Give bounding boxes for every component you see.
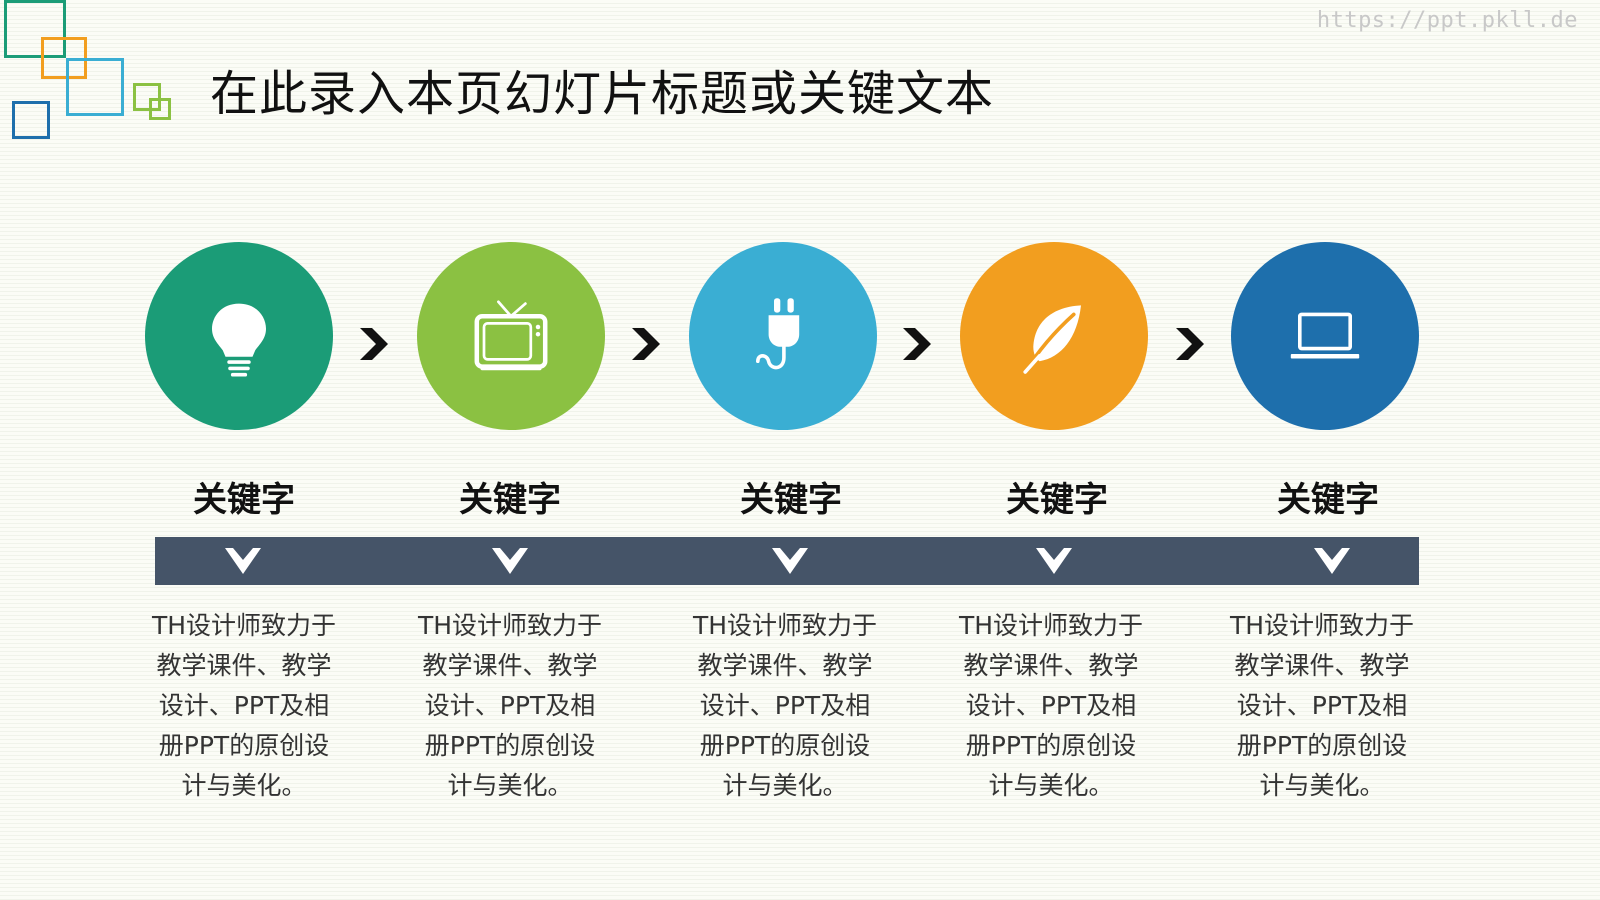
chevron-down-icon (225, 548, 261, 574)
chevron-down-icon (772, 548, 808, 574)
step-keyword-4: 关键字 (1006, 480, 1108, 520)
page-title: 在此录入本页幻灯片标题或关键文本 (210, 66, 995, 122)
step-keyword-1: 关键字 (193, 480, 295, 520)
description-line: 设计、PPT及相 (965, 691, 1137, 720)
description-line: 册PPT的原创设 (1236, 731, 1408, 760)
lightbulb-icon (212, 303, 266, 377)
step-circle-3 (689, 242, 877, 430)
tv-icon (474, 300, 548, 371)
deco-square-lime-small (149, 98, 171, 120)
description-line: 册PPT的原创设 (158, 731, 330, 760)
description-line: 教学课件、教学 (156, 651, 332, 680)
chevron-right-icon (360, 328, 388, 360)
deco-square-teal (4, 0, 66, 58)
chevron-right-icon (903, 328, 931, 360)
description-line: 设计、PPT及相 (699, 691, 871, 720)
deco-square-blue (12, 101, 50, 139)
description-line: TH设计师致力于 (151, 611, 337, 640)
step-description-2: TH设计师致力于 教学课件、教学 设计、PPT及相 册PPT的原创设 计与美化。 (390, 606, 630, 806)
step-keyword-3: 关键字 (740, 480, 842, 520)
step-description-1: TH设计师致力于 教学课件、教学 设计、PPT及相 册PPT的原创设 计与美化。 (124, 606, 364, 806)
description-line: TH设计师致力于 (958, 611, 1144, 640)
description-line: 设计、PPT及相 (1236, 691, 1408, 720)
description-line: 册PPT的原创设 (699, 731, 871, 760)
description-line: 教学课件、教学 (963, 651, 1139, 680)
description-line: 计与美化。 (1259, 771, 1385, 800)
description-line: 计与美化。 (181, 771, 307, 800)
chevron-down-icon (1314, 548, 1350, 574)
description-line: 计与美化。 (722, 771, 848, 800)
description-line: 计与美化。 (988, 771, 1114, 800)
description-line: 册PPT的原创设 (965, 731, 1137, 760)
step-circle-1 (145, 242, 333, 430)
step-description-4: TH设计师致力于 教学课件、教学 设计、PPT及相 册PPT的原创设 计与美化。 (931, 606, 1171, 806)
step-keyword-2: 关键字 (459, 480, 561, 520)
step-circle-4 (960, 242, 1148, 430)
description-line: 设计、PPT及相 (158, 691, 330, 720)
description-line: 教学课件、教学 (1234, 651, 1410, 680)
description-line: 教学课件、教学 (697, 651, 873, 680)
deco-square-cyan (66, 58, 124, 116)
chevron-right-icon (1176, 328, 1204, 360)
leaf-icon (1023, 305, 1081, 374)
chevron-right-icon (632, 328, 660, 360)
watermark: https://ppt.pkll.de (1316, 8, 1578, 33)
step-description-5: TH设计师致力于 教学课件、教学 设计、PPT及相 册PPT的原创设 计与美化。 (1202, 606, 1442, 806)
description-line: TH设计师致力于 (417, 611, 603, 640)
description-line: 教学课件、教学 (422, 651, 598, 680)
step-keyword-5: 关键字 (1277, 480, 1379, 520)
step-circle-5 (1231, 242, 1419, 430)
description-line: 计与美化。 (447, 771, 573, 800)
step-description-3: TH设计师致力于 教学课件、教学 设计、PPT及相 册PPT的原创设 计与美化。 (665, 606, 905, 806)
chevron-down-icon (492, 548, 528, 574)
step-circle-2 (417, 242, 605, 430)
chevron-down-icon (1036, 548, 1072, 574)
plug-icon (756, 298, 800, 370)
deco-square-lime (133, 83, 161, 111)
description-line: 册PPT的原创设 (424, 731, 596, 760)
description-line: 设计、PPT及相 (424, 691, 596, 720)
laptop-icon (1290, 312, 1360, 359)
description-line: TH设计师致力于 (1229, 611, 1415, 640)
description-line: TH设计师致力于 (692, 611, 878, 640)
